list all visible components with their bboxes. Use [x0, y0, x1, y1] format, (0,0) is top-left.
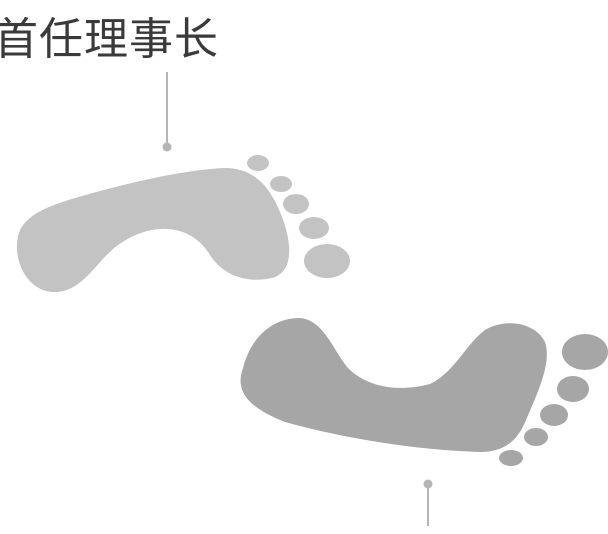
title-text: 首任理事长 [0, 14, 219, 65]
lower-connector [423, 479, 433, 526]
upper-footprint-icon [16, 155, 350, 293]
lower-footprint-icon [240, 318, 608, 466]
upper-connector [162, 72, 172, 152]
